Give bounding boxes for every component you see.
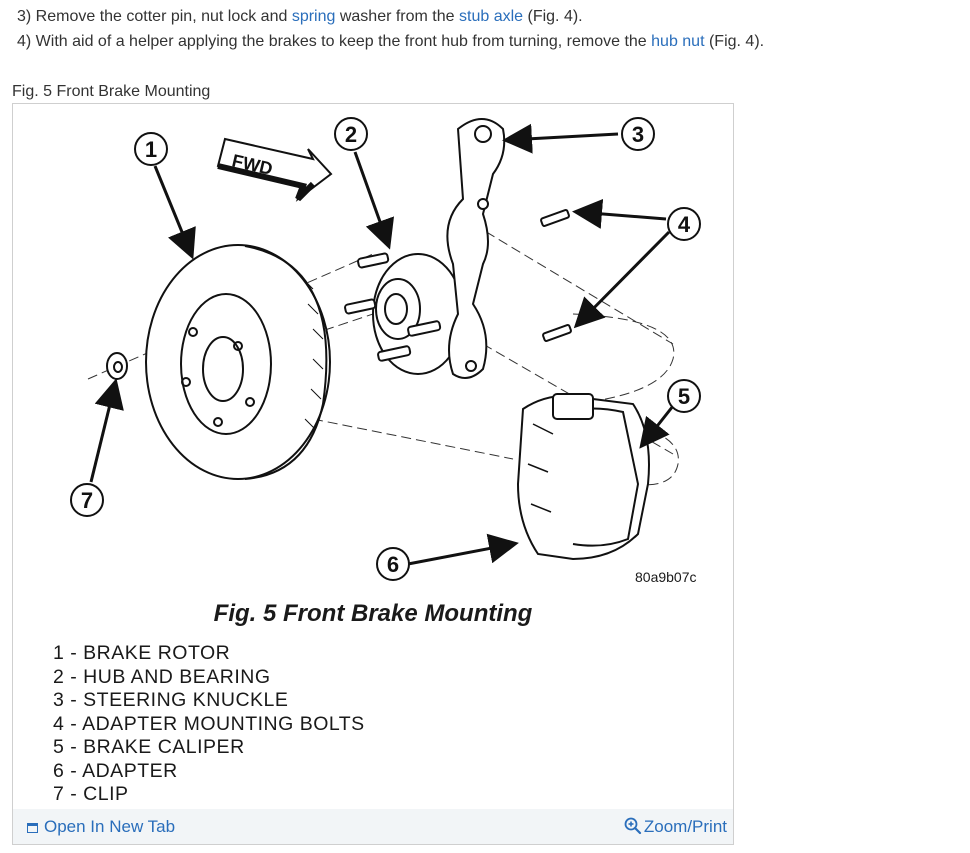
figure-container: FWD 1 2 3 4 5 6 xyxy=(12,103,734,845)
legend-item: 5 - BRAKE CALIPER xyxy=(53,736,245,758)
zoom-in-icon xyxy=(624,817,641,835)
legend-item: 1 - BRAKE ROTOR xyxy=(53,642,231,664)
legend-item: 7 - CLIP xyxy=(53,783,129,805)
brake-rotor xyxy=(145,244,331,480)
hub-nut-link[interactable]: hub nut xyxy=(651,33,705,50)
hub-and-bearing xyxy=(344,252,464,375)
open-new-tab-icon xyxy=(27,823,38,833)
zoom-print-label: Zoom/Print xyxy=(643,817,727,836)
callout-number-3: 3 xyxy=(632,122,644,147)
step-4-post: (Fig. 4). xyxy=(704,33,765,50)
figure-legend: 1 - BRAKE ROTOR 2 - HUB AND BEARING 3 - … xyxy=(53,642,365,807)
step-4-pre: 4) With aid of a helper applying the bra… xyxy=(17,33,652,50)
clip xyxy=(106,352,128,380)
figure-footer: Open In New Tab Zoom/Print xyxy=(13,809,733,844)
step-3-pre: 3) Remove the cotter pin, nut lock and xyxy=(17,8,292,25)
fwd-arrow-icon: FWD xyxy=(216,137,333,202)
callout-number-2: 2 xyxy=(345,122,357,147)
adapter-mounting-bolts xyxy=(540,209,572,342)
legend-item: 4 - ADAPTER MOUNTING BOLTS xyxy=(53,712,365,735)
step-4-text: 4) With aid of a helper applying the bra… xyxy=(17,33,764,51)
callout-3 xyxy=(621,117,655,151)
legend-item: 6 - ADAPTER xyxy=(53,759,178,782)
spring-link[interactable]: spring xyxy=(291,8,336,25)
callout-4 xyxy=(667,207,701,241)
callout-number-1: 1 xyxy=(145,137,157,162)
step-3-post: (Fig. 4). xyxy=(523,8,583,25)
brake-caliper xyxy=(516,393,650,561)
step-3-text: 3) Remove the cotter pin, nut lock and s… xyxy=(17,8,583,26)
figure-title: Fig. 5 Front Brake Mounting xyxy=(213,600,533,627)
open-in-new-tab-link[interactable]: Open In New Tab xyxy=(27,817,175,837)
callout-7 xyxy=(70,483,104,517)
stub-axle-link[interactable]: stub axle xyxy=(459,8,524,25)
callout-arrows xyxy=(89,123,675,566)
callout-number-4: 4 xyxy=(678,212,691,237)
open-tab-label: Open In New Tab xyxy=(44,817,176,836)
callout-number-6: 6 xyxy=(387,552,399,577)
zoom-print-link[interactable]: Zoom/Print xyxy=(624,817,727,837)
callout-1 xyxy=(134,132,168,166)
legend-item: 3 - STEERING KNUCKLE xyxy=(53,689,289,711)
figure-code: 80a9b07c xyxy=(635,569,697,585)
callout-number-5: 5 xyxy=(678,384,690,409)
steering-knuckle xyxy=(446,118,506,379)
callout-2 xyxy=(334,117,368,151)
callout-circles xyxy=(70,117,701,581)
callout-6 xyxy=(376,547,410,581)
figure-caption: Fig. 5 Front Brake Mounting xyxy=(12,83,211,100)
step-3-mid: washer from the xyxy=(335,8,459,25)
callout-number-7: 7 xyxy=(81,488,93,513)
callout-5 xyxy=(667,379,701,413)
brake-diagram: FWD 1 2 3 4 5 6 xyxy=(70,117,701,581)
callout-numbers: 1 2 3 4 5 6 7 xyxy=(81,122,691,577)
legend-item: 2 - HUB AND BEARING xyxy=(53,665,271,688)
